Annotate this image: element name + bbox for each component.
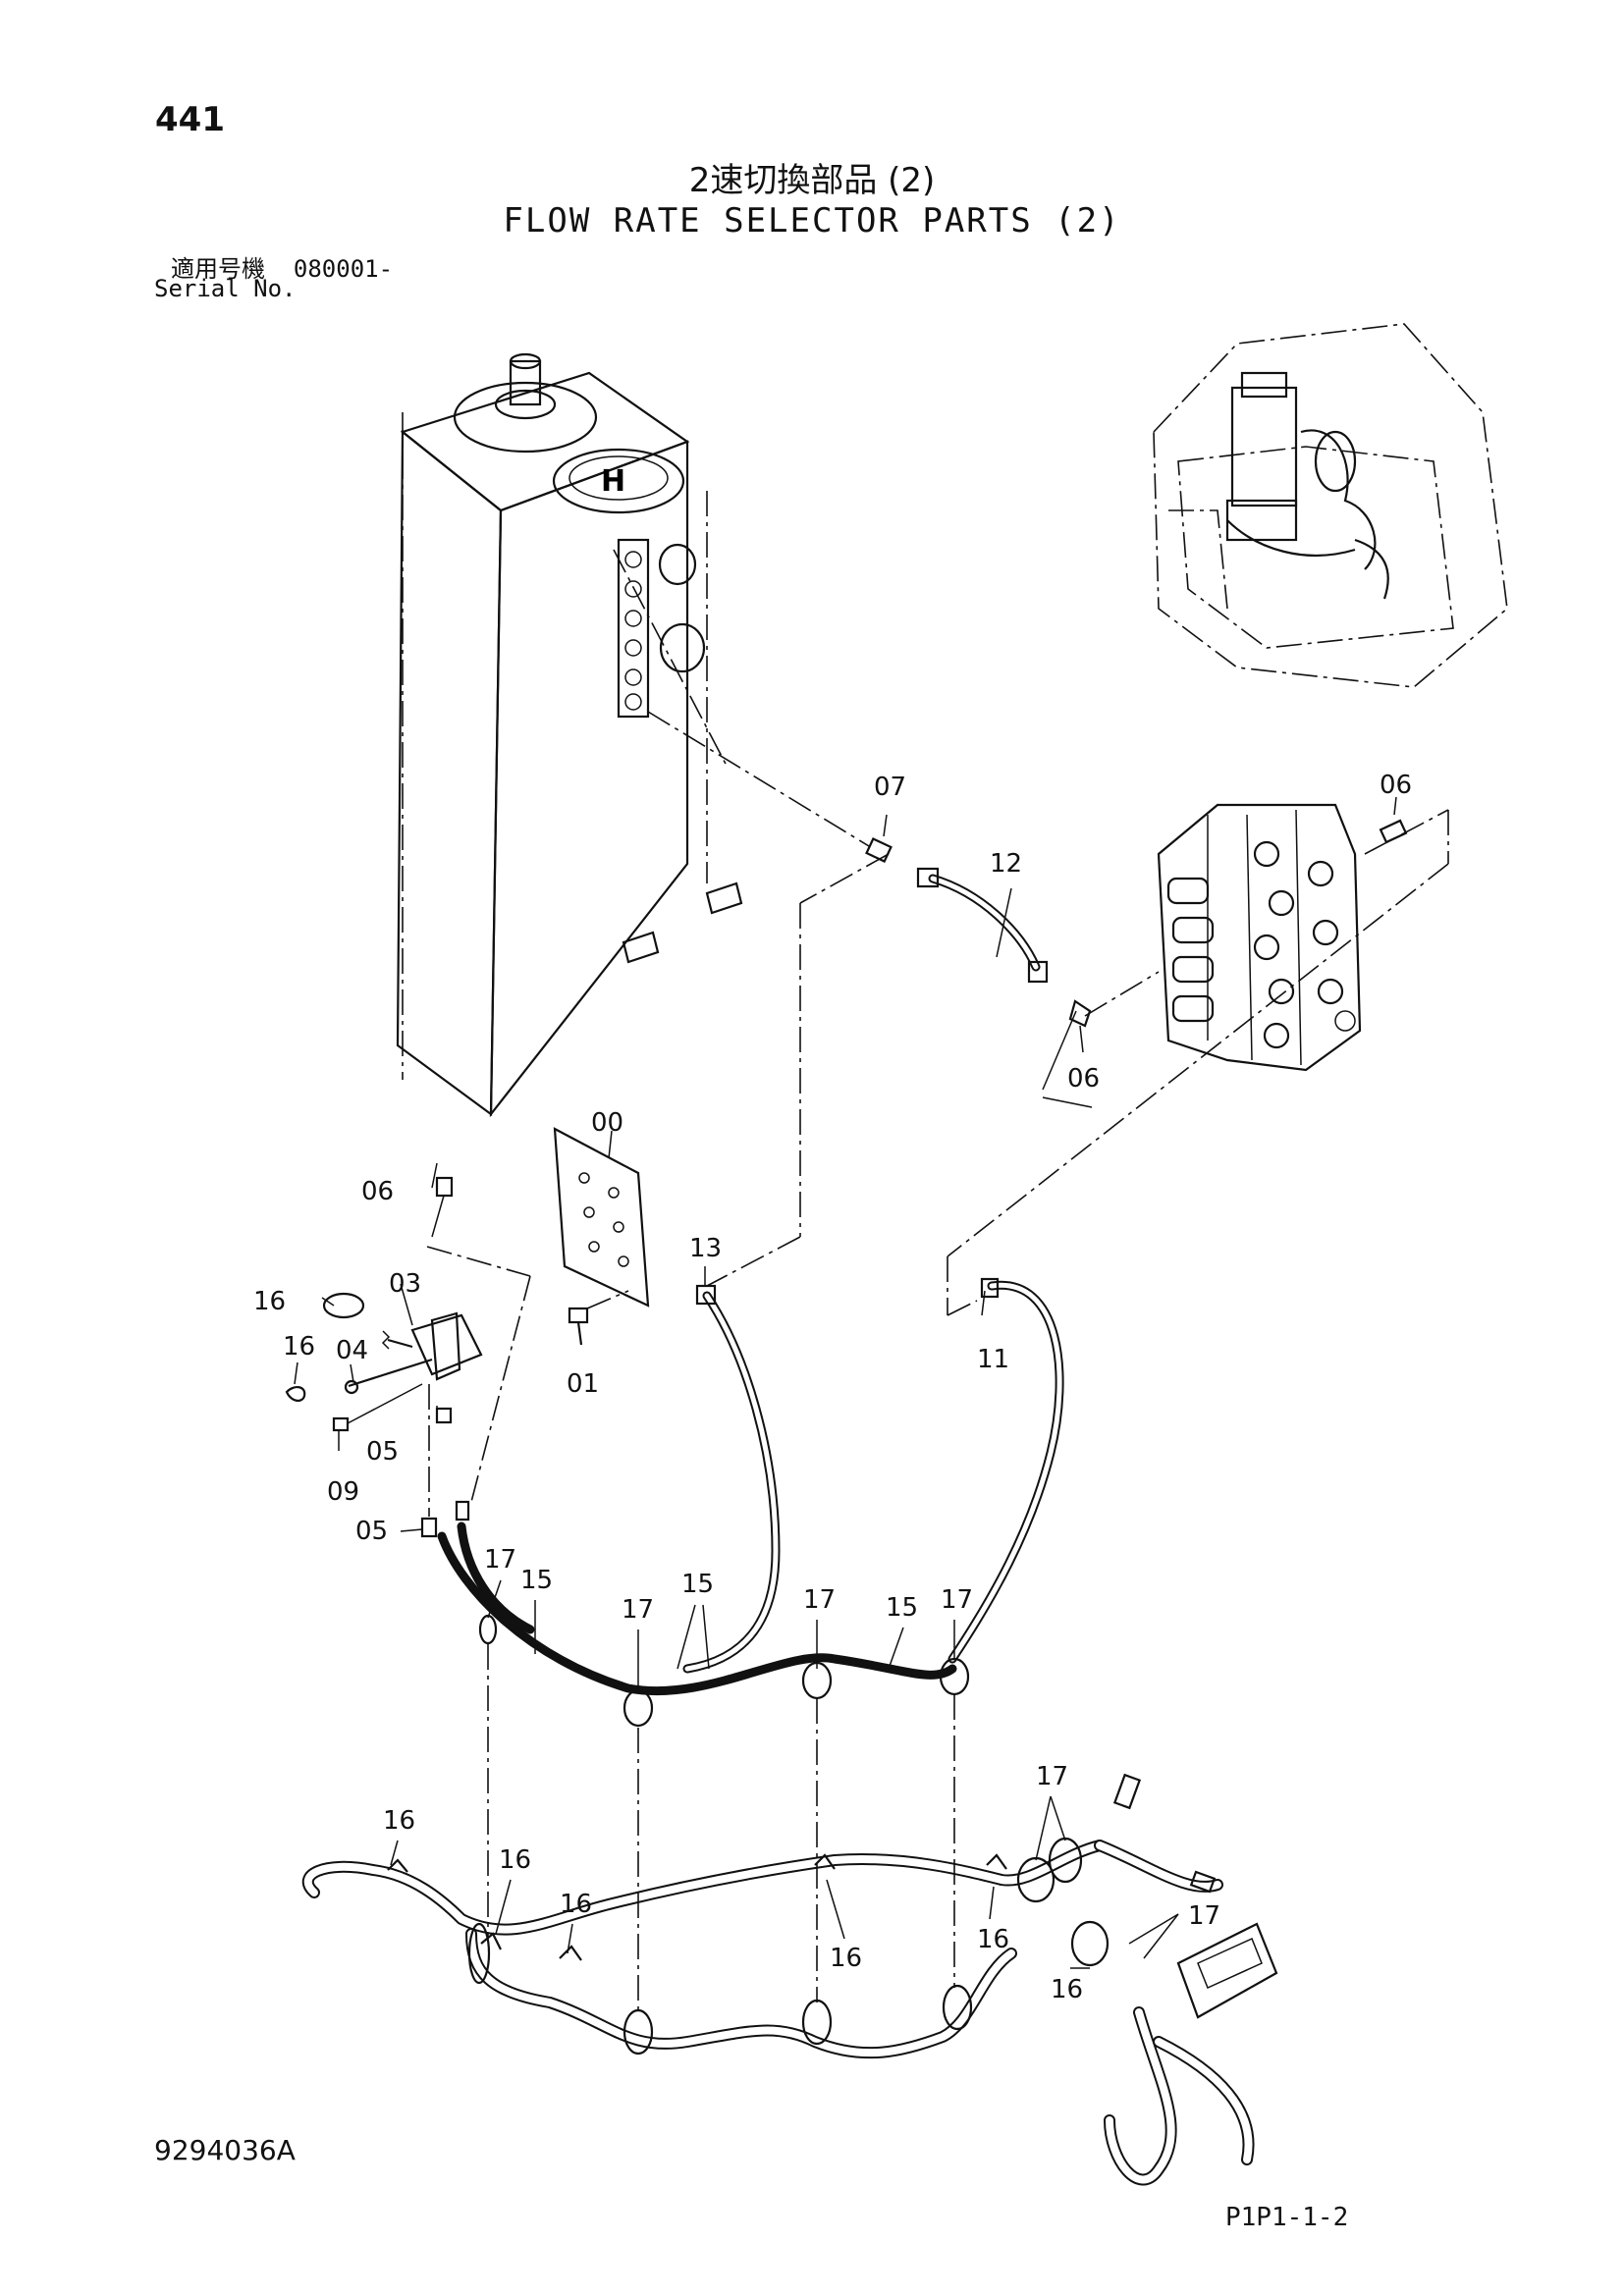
callout-17-d: 17 — [941, 1585, 973, 1615]
page-reference: P1P1-1-2 — [1225, 2203, 1349, 2232]
machine-overview-illustration — [1153, 323, 1508, 688]
callout-04: 04 — [336, 1336, 368, 1365]
selector-valve-assembly — [285, 1162, 531, 1538]
callout-06-left: 06 — [361, 1177, 394, 1206]
callout-06-valve: 06 — [1380, 771, 1412, 800]
callout-15-c: 15 — [886, 1593, 918, 1623]
callout-labels: 07 12 06 06 00 06 13 16 03 16 04 01 11 0… — [253, 771, 1412, 2004]
callout-01: 01 — [567, 1369, 599, 1399]
page-title-japanese: 2速切換部品 (2) — [688, 161, 936, 200]
callout-11: 11 — [977, 1345, 1009, 1374]
callout-16-g: 16 — [977, 1925, 1009, 1954]
callout-12: 12 — [990, 849, 1022, 879]
hydraulic-tank-illustration: H — [396, 352, 743, 1118]
callout-16-b: 16 — [283, 1332, 315, 1362]
callout-15-a: 15 — [520, 1566, 553, 1595]
callout-15-b: 15 — [681, 1570, 714, 1599]
harness-15 — [437, 1522, 957, 1696]
hose-11 — [947, 1277, 1064, 1664]
fitting-06-valve — [1379, 796, 1408, 844]
svg-text:H: H — [601, 464, 625, 499]
control-valve-illustration — [1157, 803, 1362, 1072]
serial-range: 適用号機 080001- — [171, 249, 393, 284]
callout-05-a: 05 — [366, 1437, 399, 1467]
floor-harness — [301, 1773, 1278, 2186]
callout-13: 13 — [689, 1234, 722, 1263]
hose-12 — [916, 867, 1092, 1028]
callout-17-a: 17 — [484, 1545, 516, 1575]
callout-03: 03 — [389, 1269, 421, 1299]
callout-16-e: 16 — [560, 1890, 592, 1919]
callout-17-b: 17 — [622, 1595, 654, 1625]
callout-17-f: 17 — [1188, 1901, 1220, 1931]
callout-16-c: 16 — [383, 1806, 415, 1836]
serial-value: 080001- — [293, 255, 394, 283]
callout-16-a: 16 — [253, 1287, 286, 1316]
callout-16-h: 16 — [1051, 1975, 1083, 2004]
page-title-english: FLOW RATE SELECTOR PARTS (2) — [503, 201, 1121, 240]
bolt-01 — [568, 1290, 629, 1346]
hose-13 — [682, 1284, 781, 1674]
leader-lines — [294, 1010, 1179, 1969]
callout-17-c: 17 — [803, 1585, 836, 1615]
callout-09: 09 — [327, 1477, 359, 1507]
callout-07: 07 — [874, 773, 906, 802]
bracket-00 — [553, 1127, 650, 1308]
callout-05-b: 05 — [355, 1517, 388, 1546]
callout-17-e: 17 — [1036, 1762, 1068, 1791]
callout-16-d: 16 — [499, 1845, 531, 1875]
callout-06-elbow: 06 — [1067, 1064, 1100, 1094]
callout-00: 00 — [591, 1108, 623, 1138]
document-number: 9294036A — [154, 2134, 296, 2166]
serial-label-japanese: 適用号機 — [171, 255, 265, 283]
callout-16-f: 16 — [830, 1944, 862, 1973]
page-number: 441 — [155, 100, 225, 139]
serial-label-english: Serial No. — [154, 275, 297, 302]
